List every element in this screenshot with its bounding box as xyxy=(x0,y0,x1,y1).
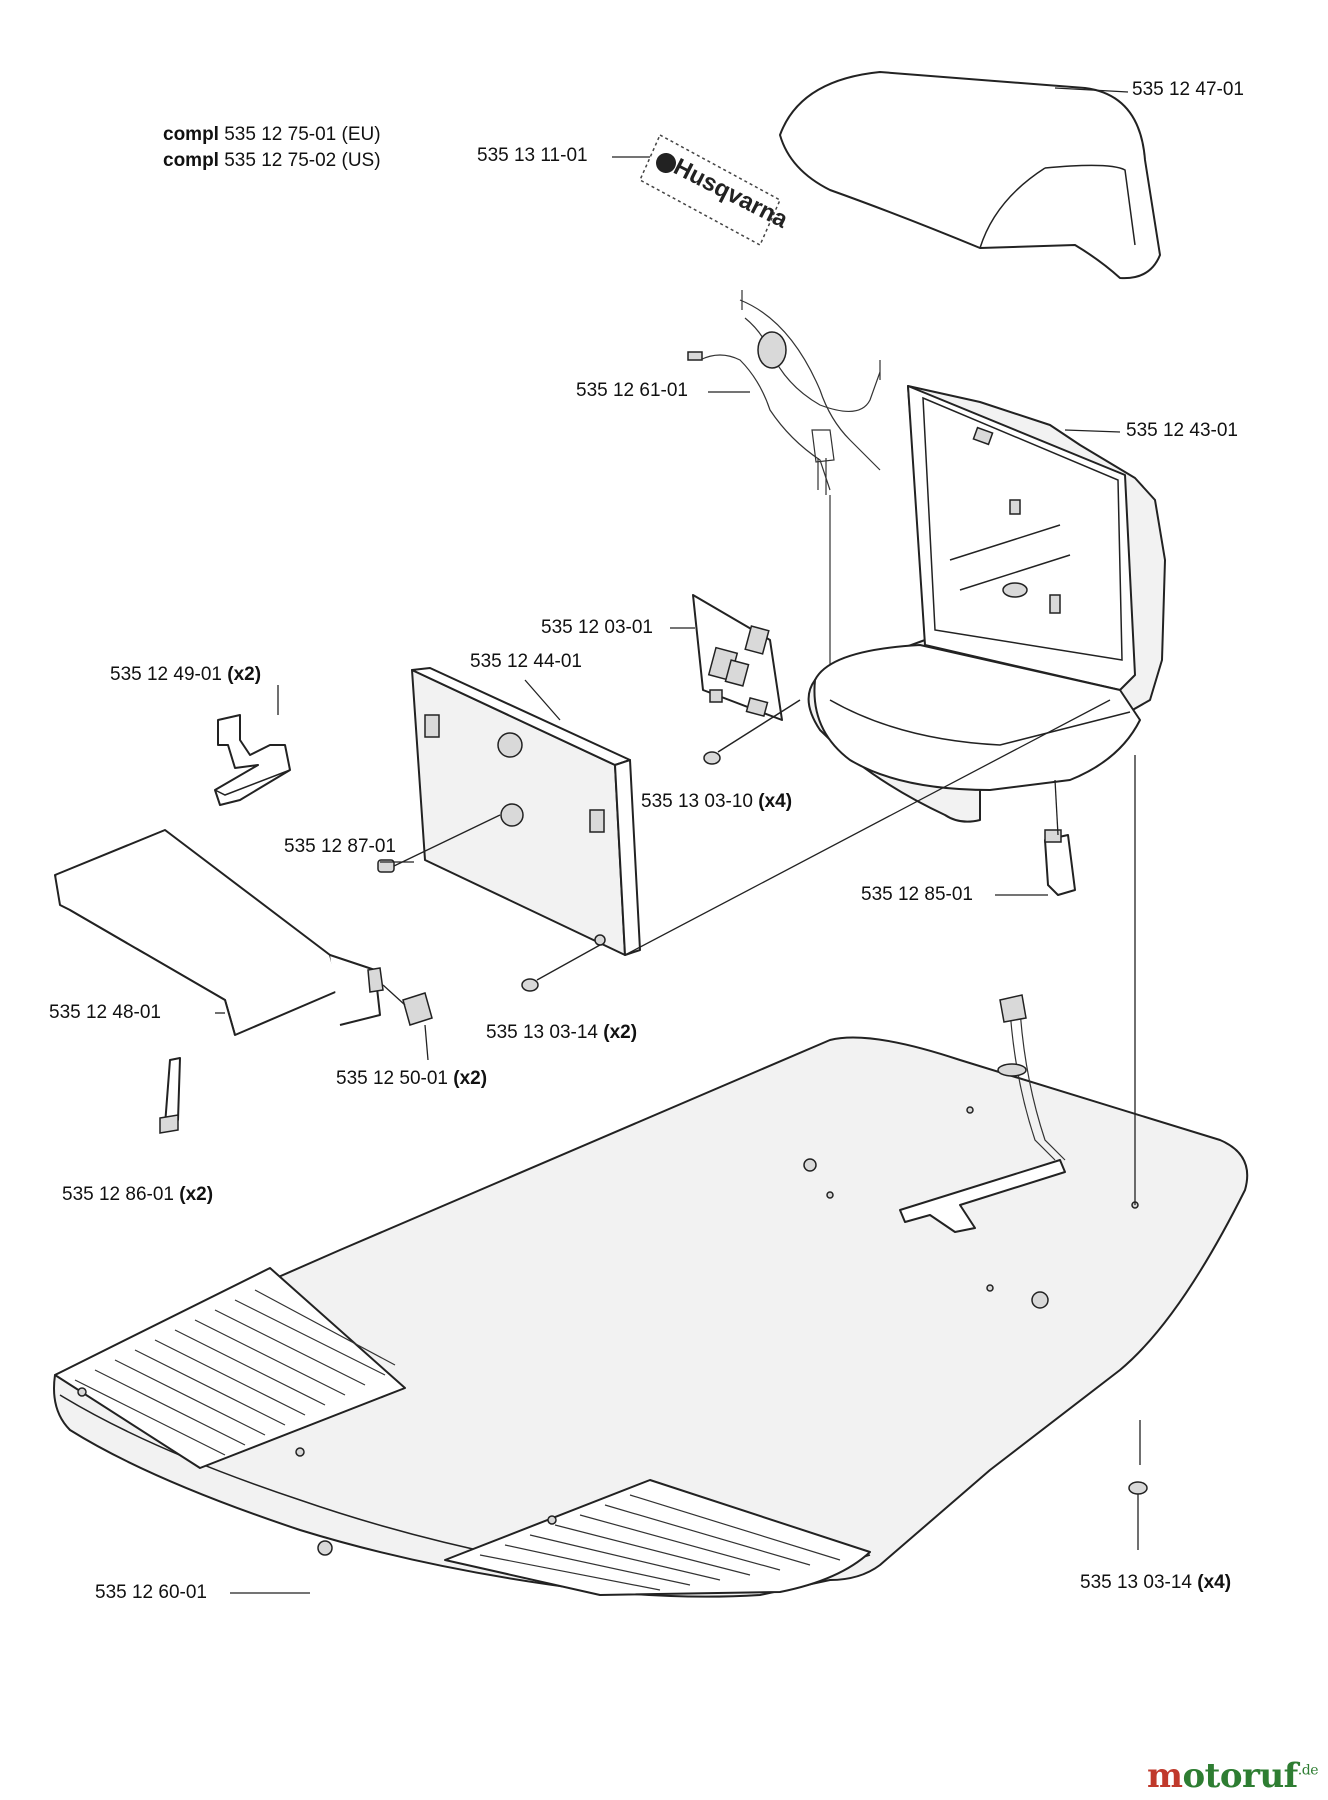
callout-535-12-50-01: 535 12 50-01 (x2) xyxy=(336,1068,488,1089)
main-housing-part xyxy=(807,385,1166,823)
callout-535-12-49-01: 535 12 49-01 (x2) xyxy=(110,664,262,685)
callout-535-12-44-01: 535 12 44-01 xyxy=(470,651,582,672)
grille-right xyxy=(479,1494,841,1591)
leader-lines xyxy=(215,87,1129,1594)
callout-535-12-86-01: 535 12 86-01 (x2) xyxy=(62,1184,214,1205)
screw-part-535-13-03-14-b xyxy=(1128,1481,1148,1550)
screw-part-535-13-03-10 xyxy=(703,699,801,765)
compl-keyword: compl xyxy=(163,150,219,171)
callout-535-12-03-01: 535 12 03-01 xyxy=(541,617,653,638)
compl-line-eu: compl 535 12 75-01 (EU) xyxy=(163,123,381,147)
compl-number: 535 12 75-01 (EU) xyxy=(224,124,381,145)
connector-part xyxy=(1044,779,1076,896)
sleeve-part xyxy=(382,984,433,1061)
back-plate-part xyxy=(411,667,1111,956)
circuit-board-part xyxy=(692,594,783,721)
ramp-part xyxy=(54,829,384,1036)
callout-535-12-85-01: 535 12 85-01 xyxy=(861,884,973,905)
compl-number: 535 12 75-02 (US) xyxy=(224,150,381,171)
grille-left xyxy=(74,1289,396,1456)
top-cover-part xyxy=(779,71,1161,280)
callout-535-13-11-01: 535 13 11-01 xyxy=(477,145,588,166)
compl-line-us: compl 535 12 75-02 (US) xyxy=(163,149,381,173)
callout-535-12-43-01: 535 12 43-01 xyxy=(1126,420,1238,441)
callout-535-12-87-01: 535 12 87-01 xyxy=(284,836,396,857)
pin-part xyxy=(377,814,501,873)
strip-part xyxy=(159,1057,181,1134)
base-plate-part xyxy=(53,755,1249,1598)
decal-logo-text: Husqvarna xyxy=(669,153,792,234)
callout-535-12-47-01: 535 12 47-01 xyxy=(1132,79,1244,100)
callout-535-13-03-14-x2: 535 13 03-14 (x2) xyxy=(486,1022,638,1043)
screw-part-535-13-03-14-a xyxy=(521,944,601,992)
compl-keyword: compl xyxy=(163,124,219,145)
motoruf-watermark: motoruf.de xyxy=(1146,1756,1319,1796)
callout-535-12-48-01: 535 12 48-01 xyxy=(49,1002,161,1023)
husqvarna-decal-part: Husqvarna xyxy=(639,133,793,247)
cable-harness-part xyxy=(687,290,881,670)
bracket-part xyxy=(214,714,291,806)
callout-535-12-61-01: 535 12 61-01 xyxy=(576,380,688,401)
callout-535-13-03-14-x4: 535 13 03-14 (x4) xyxy=(1080,1572,1232,1593)
callout-535-12-60-01: 535 12 60-01 xyxy=(95,1582,207,1603)
callout-535-13-03-10: 535 13 03-10 (x4) xyxy=(641,791,793,812)
